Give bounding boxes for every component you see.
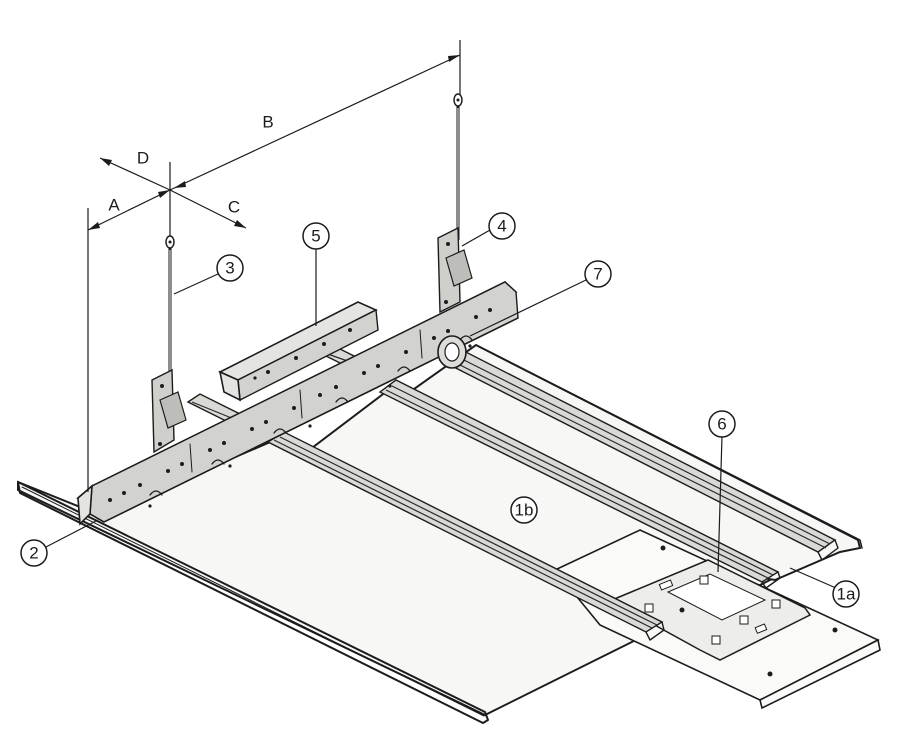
callout-1a-circle <box>832 580 860 608</box>
carrier-hole-pattern <box>108 308 492 508</box>
plate-slot <box>644 603 654 613</box>
callout-7-label: 7 <box>593 265 602 284</box>
callout-1a-label: 1a <box>837 585 856 604</box>
callout-3-leader <box>173 273 219 295</box>
plate-slot <box>771 599 781 609</box>
panel-hole <box>679 607 685 613</box>
callout-1b-label: 1b <box>515 501 534 520</box>
plate-slot <box>754 623 768 634</box>
callout-4-leader <box>461 229 491 247</box>
plate-slot <box>739 615 749 625</box>
callout-3-label: 3 <box>225 259 234 278</box>
callout-5-label: 5 <box>311 227 320 246</box>
callout-2-label: 2 <box>29 544 38 563</box>
callout-4-circle <box>488 212 516 240</box>
callout-7-leader <box>469 279 587 337</box>
dimension-label-c: C <box>228 198 240 217</box>
dimension-label-d: D <box>137 149 149 168</box>
plate-slot <box>699 575 709 585</box>
dimension-label-a: A <box>108 196 120 215</box>
dimension-label-b: B <box>262 113 273 132</box>
dimension-lines <box>87 40 461 492</box>
callout-2-leader <box>43 519 99 549</box>
plate-slot <box>658 579 674 591</box>
callout-6-circle <box>708 410 736 438</box>
panel-hole <box>832 627 838 633</box>
panel-hole <box>767 671 773 677</box>
panel-1a-edge <box>475 344 863 549</box>
carrier-end-clip <box>437 335 467 369</box>
end-panel-lip <box>759 638 881 710</box>
callout-5-circle <box>302 222 330 250</box>
hanger-3 <box>151 235 187 454</box>
plate-slot <box>711 635 721 645</box>
panel-hole <box>660 545 666 551</box>
callout-6-leader <box>717 435 723 573</box>
carrier-rail-middle <box>378 379 781 589</box>
plate-center-window <box>666 573 767 621</box>
callout-1a-leader <box>789 567 837 589</box>
callout-4-label: 4 <box>497 217 506 236</box>
hanger-4 <box>437 93 473 314</box>
callout-1b-circle <box>510 496 538 524</box>
channel-profile-5 <box>218 301 379 402</box>
front-edge-line <box>21 486 485 717</box>
callout-7-circle <box>584 260 612 288</box>
main-carrier-7 <box>76 281 519 526</box>
callout-3-circle <box>216 254 244 282</box>
callout-6-label: 6 <box>717 415 726 434</box>
front-panel-rolled-edge <box>17 481 489 724</box>
callout-2-circle <box>20 539 48 567</box>
